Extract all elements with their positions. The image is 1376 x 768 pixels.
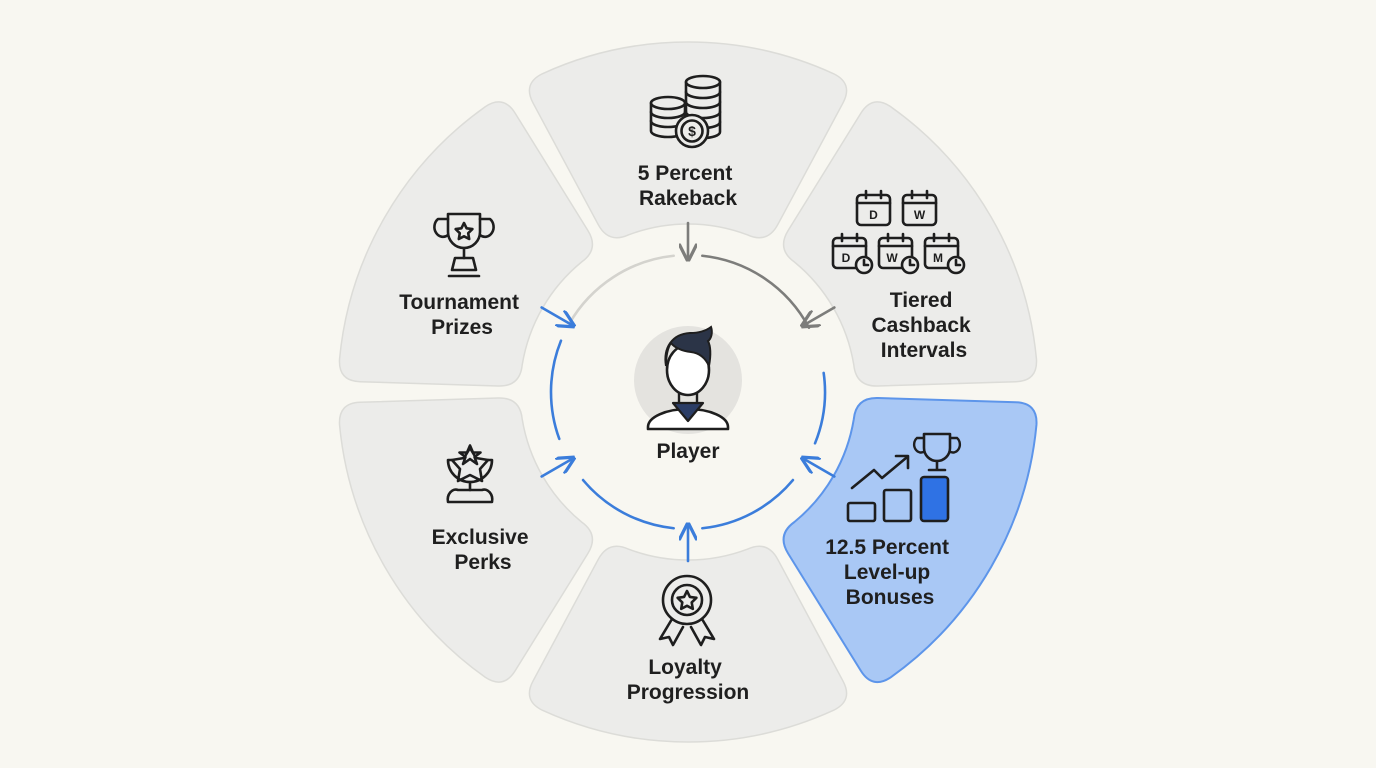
label-tournament: Tournament Prizes [399,291,525,339]
arrow-from-levelup [803,459,836,478]
calendar-icon: W [901,189,938,227]
calendar-letter: W [914,208,926,222]
arc-bottom-right [701,478,795,530]
arrow-from-tournament [540,306,573,326]
segment-loyalty [528,545,848,743]
coin-stack-icon [649,74,722,149]
label-perks: Exclusive Perks [432,526,535,574]
segment-labels: 5 Percent Rakeback Tiered Cashback Inter… [399,162,976,704]
label-levelup: 12.5 Percent Level-up Bonuses [825,536,955,609]
segment-perks [338,397,594,683]
award-ribbon-icon [658,574,716,647]
arc-bottom-left [581,478,675,530]
player-avatar-icon [634,325,742,434]
label-rakeback: 5 Percent Rakeback [638,162,738,210]
calendar-icon: M [923,232,966,275]
segment-tournament [338,101,594,387]
trophy-cup-icon [433,212,495,278]
calendar-icon: D [855,189,892,227]
calendar-letter: W [886,251,898,265]
connector-arrows [540,221,836,563]
star-trophy-icon [446,444,494,504]
center-label: Player [656,440,719,463]
calendar-letter: D [842,251,851,265]
arrow-from-perks [540,459,573,478]
level-up-chart-trophy-icon [846,432,962,523]
calendar-icon: W [877,232,920,275]
calendar-letter: M [933,251,943,265]
label-loyalty: Loyalty Progression [627,656,750,704]
calendar-icon: D [831,232,874,275]
ring-segments [338,41,1038,743]
calendar-letter: D [869,208,878,222]
dollar-sign-glyph: $ [688,123,696,139]
label-cashback: Tiered Cashback Intervals [871,289,976,362]
segment-cashback [782,101,1038,387]
arc-right [813,371,827,445]
arrow-from-cashback [803,306,836,326]
segment-levelup [782,396,1038,684]
calendar-intervals-icon: D W D W M [831,189,966,275]
arc-left [549,339,563,441]
